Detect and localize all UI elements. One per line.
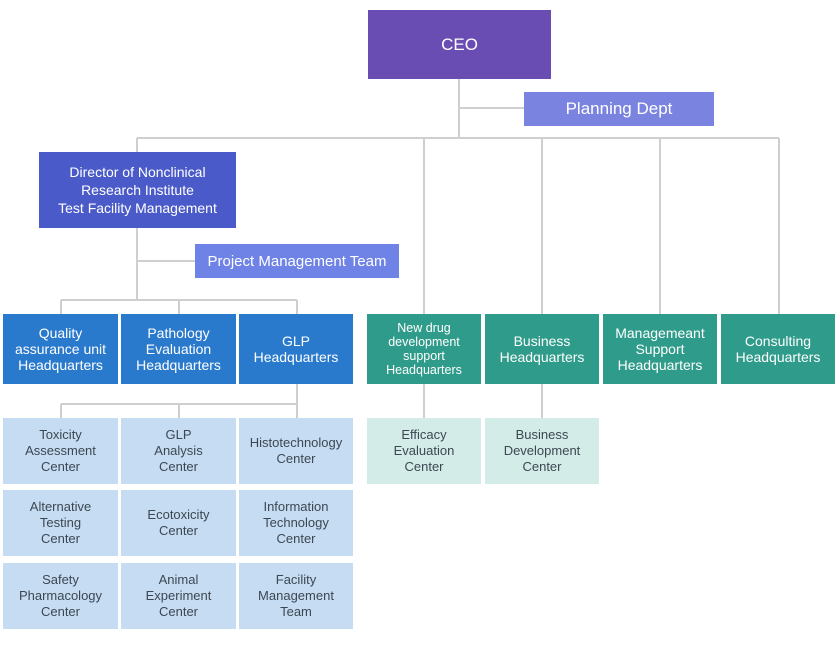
consulting-headquarters-box: Consulting Headquarters <box>721 314 835 384</box>
new-drug-headquarters-box: New drug development support Headquarter… <box>367 314 481 384</box>
facility-management-team-box: Facility Management Team <box>239 563 353 629</box>
efficacy-evaluation-center-box: Efficacy Evaluation Center <box>367 418 481 484</box>
alternative-testing-center-box: Alternative Testing Center <box>3 490 118 556</box>
safety-pharmacology-center-box: Safety Pharmacology Center <box>3 563 118 629</box>
ceo-box: CEO <box>368 10 551 79</box>
director-box: Director of Nonclinical Research Institu… <box>39 152 236 228</box>
pathology-headquarters-box: Pathology Evaluation Headquarters <box>121 314 236 384</box>
management-support-headquarters-box: Manageme​ant Support Headquarters <box>603 314 717 384</box>
business-development-center-box: Business Development Center <box>485 418 599 484</box>
ecotoxicity-center-box: Ecotoxicity Center <box>121 490 236 556</box>
toxicity-assessment-center-box: Toxicity Assessment Center <box>3 418 118 484</box>
planning-dept-box: Planning Dept <box>524 92 714 126</box>
business-headquarters-box: Business Headquarters <box>485 314 599 384</box>
information-technology-center-box: Information Technology Center <box>239 490 353 556</box>
animal-experiment-center-box: Animal Experiment Center <box>121 563 236 629</box>
project-management-team-box: Project Management Team <box>195 244 399 278</box>
histotechnology-center-box: Histotechnology Center <box>239 418 353 484</box>
glp-analysis-center-box: GLP Analysis Center <box>121 418 236 484</box>
glp-headquarters-box: GLP Headquarters <box>239 314 353 384</box>
qa-headquarters-box: Quality assurance unit Headquarters <box>3 314 118 384</box>
